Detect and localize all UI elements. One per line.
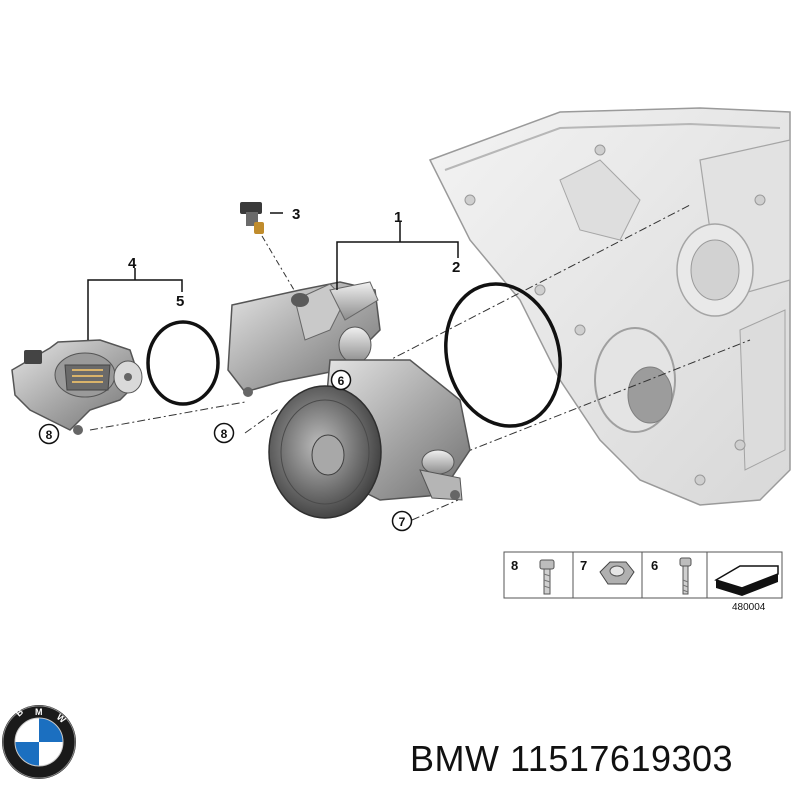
bmw-logo: B M W xyxy=(2,705,76,779)
callout-2: 2 xyxy=(452,259,460,276)
part-caption: BMW 11517619303 xyxy=(410,738,795,788)
callout-8b: 8 xyxy=(221,427,228,441)
legend-number-8: 8 xyxy=(511,558,518,573)
bolt-icon xyxy=(539,559,555,595)
o-ring-small xyxy=(146,320,220,406)
callout-6: 6 xyxy=(338,374,345,388)
legend-number-6: 6 xyxy=(651,558,658,573)
callout-3: 3 xyxy=(292,206,300,223)
long-bolt-icon xyxy=(679,557,692,595)
nut-icon xyxy=(599,561,635,585)
o-ring-large xyxy=(444,282,562,428)
thermostat xyxy=(11,339,143,435)
circled-callout-8-thermostat: 8 xyxy=(38,423,60,445)
diagram-reference-icon xyxy=(714,565,779,596)
temperature-sensor xyxy=(240,202,301,301)
circled-callout-6: 6 xyxy=(330,369,352,391)
engine-block xyxy=(428,107,791,506)
leader-lines xyxy=(87,212,459,340)
brand-name: BMW xyxy=(410,738,500,779)
water-pump xyxy=(227,281,471,519)
callout-5: 5 xyxy=(176,293,184,310)
diagram-code: 480004 xyxy=(732,602,766,613)
svg-text:M: M xyxy=(35,707,43,717)
circled-callout-7: 7 xyxy=(391,510,413,532)
callout-8a: 8 xyxy=(46,428,53,442)
hardware-legend: 8 7 6 480004 xyxy=(503,551,783,613)
part-number: 11517619303 xyxy=(510,738,734,779)
circled-callout-8-pump: 8 xyxy=(213,422,235,444)
svg-text:B: B xyxy=(14,706,26,718)
callout-7: 7 xyxy=(399,515,406,529)
legend-number-7: 7 xyxy=(580,558,587,573)
callout-1: 1 xyxy=(394,209,402,226)
callout-4: 4 xyxy=(128,255,137,272)
